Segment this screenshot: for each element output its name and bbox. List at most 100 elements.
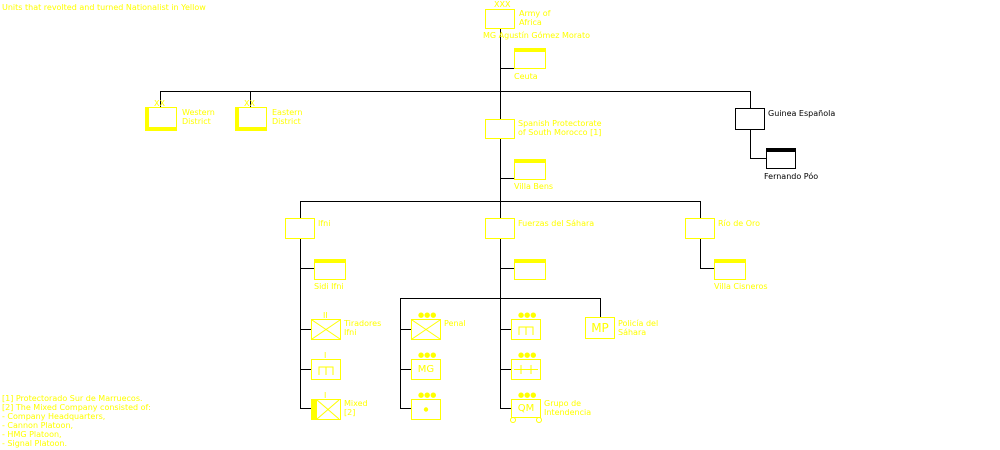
connector-mg (400, 369, 411, 370)
mixed-label-2: [2] (344, 408, 356, 417)
qm-box[interactable]: QM (511, 399, 541, 418)
protectorate-label-1: Spanish Protectorate (518, 119, 602, 128)
infantry-icon (311, 319, 341, 340)
ifni-box[interactable] (285, 218, 315, 239)
eastern-district-label-2: District (272, 117, 301, 126)
qm-echelon-dots: ●●● (518, 391, 537, 399)
connector-villa-bens (500, 178, 514, 179)
infantry-icon (411, 319, 441, 340)
connector-sidi-ifni (300, 268, 314, 269)
signal-box[interactable] (511, 359, 541, 380)
penal-label: Penal (444, 319, 466, 328)
connector-guinea (750, 91, 751, 108)
army-echelon-marker: XXX (494, 0, 511, 9)
signal-icon (514, 365, 538, 374)
mp-box[interactable]: MP (585, 317, 615, 339)
connector-qm (500, 408, 511, 409)
army-of-africa-box[interactable] (485, 9, 515, 29)
mg-box[interactable]: MG (411, 359, 441, 380)
sidi-ifni-hq-box[interactable] (314, 259, 346, 280)
ifni-engineer-echelon-marker: I (324, 351, 327, 360)
motorized-wheel-icon (510, 417, 516, 423)
legend-note: Units that revolted and turned Nationali… (2, 3, 206, 12)
connector-protectorate (500, 91, 501, 119)
eastern-echelon-marker: XX (244, 99, 255, 108)
connector-fuerzas-hq (500, 268, 514, 269)
ceuta-hq-box[interactable] (514, 48, 546, 69)
sahara-engineer-box[interactable] (511, 319, 541, 340)
fernando-poo-label: Fernando Póo (764, 172, 819, 181)
qm-symbol: QM (517, 403, 535, 414)
connector-tiradores (300, 329, 311, 330)
connector-ifni (300, 201, 301, 218)
sidi-ifni-label: Sidi Ifni (314, 282, 344, 291)
connector-eastern (250, 91, 251, 107)
qm-label-1: Grupo de (544, 399, 582, 408)
western-echelon-marker: XX (154, 99, 165, 108)
mixed-echelon-marker: I (324, 391, 327, 400)
sahara-engineer-echelon-dots: ●●● (518, 311, 537, 319)
motorized-wheel-icon (536, 417, 542, 423)
mg-echelon-dots: ●●● (418, 351, 437, 359)
mixed-label-1: Mixed (344, 399, 368, 408)
protectorate-label-2: of South Morocco [1] (518, 128, 602, 137)
connector-sahara-engineer (500, 329, 511, 330)
western-district-box[interactable] (145, 107, 177, 131)
infantry-icon (316, 399, 340, 420)
ifni-label: Ifni (318, 219, 331, 228)
fernando-poo-hq-box[interactable] (766, 148, 796, 169)
eastern-district-box[interactable] (235, 107, 267, 131)
mg-symbol: MG (417, 364, 435, 375)
connector-fuerzas (500, 201, 501, 218)
connector-mp (600, 298, 601, 317)
fuerzas-sahara-box[interactable] (485, 218, 515, 239)
army-of-africa-name-2: Africa (519, 18, 542, 27)
tiradores-echelon-marker: II (323, 311, 328, 320)
penal-echelon-dots: ●●● (418, 311, 437, 319)
connector-ceuta (500, 68, 514, 69)
mp-label-2: Sáhara (618, 328, 647, 337)
ifni-engineer-box[interactable] (311, 359, 341, 380)
western-district-label-1: Western (182, 108, 215, 117)
connector-fernando-poo (750, 158, 766, 159)
connector-sahara-left (400, 298, 401, 409)
footnote-2: [2] The Mixed Company consisted of: (2, 403, 151, 412)
artillery-box[interactable] (411, 399, 441, 420)
footnote-1: [1] Protectorado Sur de Marruecos. (2, 394, 143, 403)
rio-de-oro-box[interactable] (685, 218, 715, 239)
mp-label-1: Policía del (618, 319, 659, 328)
protectorate-box[interactable] (485, 119, 515, 139)
tiradores-ifni-box[interactable] (311, 319, 341, 340)
mixed-company-box[interactable] (311, 399, 341, 420)
connector-ifni-trunk (300, 239, 301, 409)
connector-army-trunk (500, 29, 501, 91)
footnote-3: - Company Headquarters, (2, 412, 106, 421)
villa-bens-label: Villa Bens (514, 182, 554, 191)
army-of-africa-name-1: Army of (519, 9, 551, 18)
footnote-6: - Signal Platoon. (2, 439, 68, 448)
connector-penal (400, 329, 411, 330)
villa-cisneros-hq-box[interactable] (714, 259, 746, 280)
footnote-5: - HMG Platoon, (2, 430, 62, 439)
connector-rio-trunk (700, 239, 701, 269)
connector-signal (500, 369, 511, 370)
mp-symbol: MP (591, 321, 609, 335)
penal-box[interactable] (411, 319, 441, 340)
connector-fuerzas-trunk (500, 239, 501, 409)
villa-bens-hq-box[interactable] (514, 159, 546, 180)
army-commander: MG Agustín Gómez Morato (483, 31, 590, 40)
tiradores-label-2: Ifni (344, 328, 357, 337)
guinea-box[interactable] (735, 108, 765, 130)
western-district-label-2: District (182, 117, 211, 126)
connector-guinea-trunk (750, 130, 751, 158)
connector-villa-cisneros (700, 268, 714, 269)
artillery-echelon-dots: ●●● (418, 391, 437, 399)
tiradores-label-1: Tiradores (344, 319, 382, 328)
footnote-4: - Cannon Platoon, (2, 421, 74, 430)
fuerzas-sahara-hq-box[interactable] (514, 259, 546, 280)
artillery-icon (423, 407, 429, 412)
eastern-district-label-1: Eastern (272, 108, 303, 117)
villa-cisneros-label: Villa Cisneros (714, 282, 768, 291)
connector-artillery (400, 408, 411, 409)
